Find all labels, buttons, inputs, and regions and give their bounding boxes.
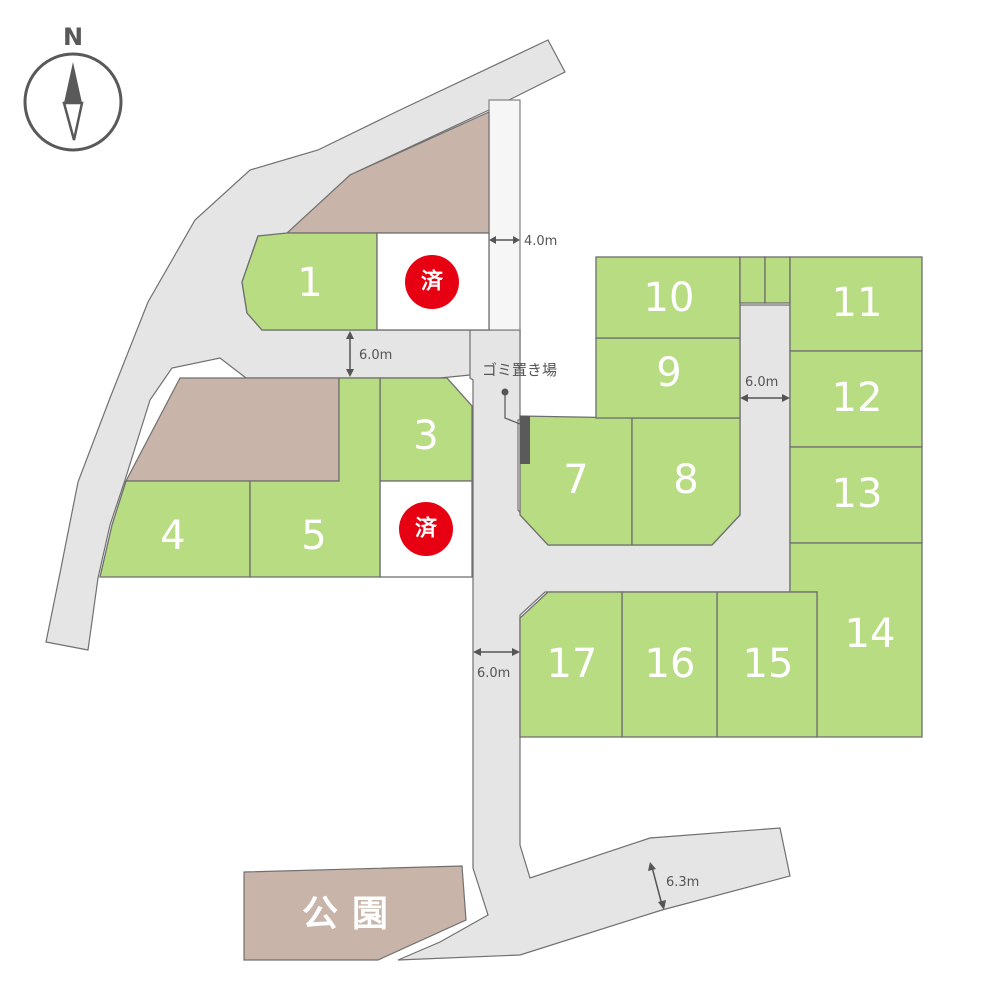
dimension-label: 6.3m [666, 875, 699, 890]
lot-10-label: 10 [644, 275, 695, 321]
dimension-label: 6.0m [745, 375, 778, 390]
garbage-area-leader [504, 392, 521, 425]
sold-badge-text: 済 [415, 516, 438, 542]
park[interactable] [243, 865, 467, 961]
lot-3-label: 3 [413, 413, 438, 459]
lot-16[interactable] [621, 591, 718, 738]
garbage-area-dot-icon [501, 388, 509, 396]
lot-16-label: 16 [645, 641, 696, 687]
lot-4[interactable] [99, 480, 251, 578]
dimension-label: 4.0m [524, 234, 557, 249]
other-land-west [125, 377, 340, 482]
garbage-area-label: ゴミ置き場 [482, 361, 557, 379]
sold-badge-text: 済 [421, 269, 444, 295]
dimension-south-road: 6.3m [648, 862, 699, 910]
lot-5-label: 5 [301, 513, 326, 559]
lot-5[interactable] [249, 377, 381, 578]
lot-11-label: 11 [832, 280, 883, 326]
lot-15-label: 15 [743, 641, 794, 687]
lot-17[interactable] [519, 591, 623, 738]
lot-strip-a [739, 256, 766, 304]
lot-13-label: 13 [832, 471, 883, 517]
dimension-upper-road: 6.0m [346, 331, 392, 377]
sold-badge-lot-2: 済 [405, 255, 459, 309]
lot-15[interactable] [716, 591, 818, 738]
compass-icon [23, 52, 123, 152]
dimension-path-4m: 4.0m [489, 234, 557, 249]
compass-north-label: N [63, 23, 83, 51]
path-4m [488, 99, 521, 331]
lot-10[interactable] [595, 256, 741, 339]
lot-9[interactable] [595, 337, 741, 419]
lot-12-label: 12 [832, 375, 883, 421]
compass-needle-north-icon [64, 62, 82, 103]
lot-8-label: 8 [673, 457, 698, 503]
lot-9-label: 9 [656, 350, 681, 396]
lot-12[interactable] [789, 350, 923, 448]
lot-1-label: 1 [297, 260, 322, 306]
lot-4-label: 4 [160, 513, 185, 559]
sold-badge-lot-6: 済 [399, 502, 453, 556]
dimension-label: 6.0m [477, 666, 510, 681]
lot-strip-b [764, 256, 791, 304]
lot-7-label: 7 [563, 457, 588, 503]
compass-needle-south-icon [62, 101, 84, 141]
garbage-area-marker [520, 416, 530, 464]
lot-11[interactable] [789, 256, 923, 352]
dimension-right-road: 6.0m [740, 375, 790, 402]
sold-badge-icon [399, 502, 453, 556]
sold-badge-icon [405, 255, 459, 309]
lot-17-label: 17 [547, 641, 598, 687]
compass: N [23, 23, 123, 152]
lot-13[interactable] [789, 446, 923, 544]
park-label: 公園 [302, 894, 402, 935]
dimension-main-road: 6.0m [473, 648, 520, 681]
dimension-label: 6.0m [359, 348, 392, 363]
lot-14-label: 14 [845, 611, 896, 657]
